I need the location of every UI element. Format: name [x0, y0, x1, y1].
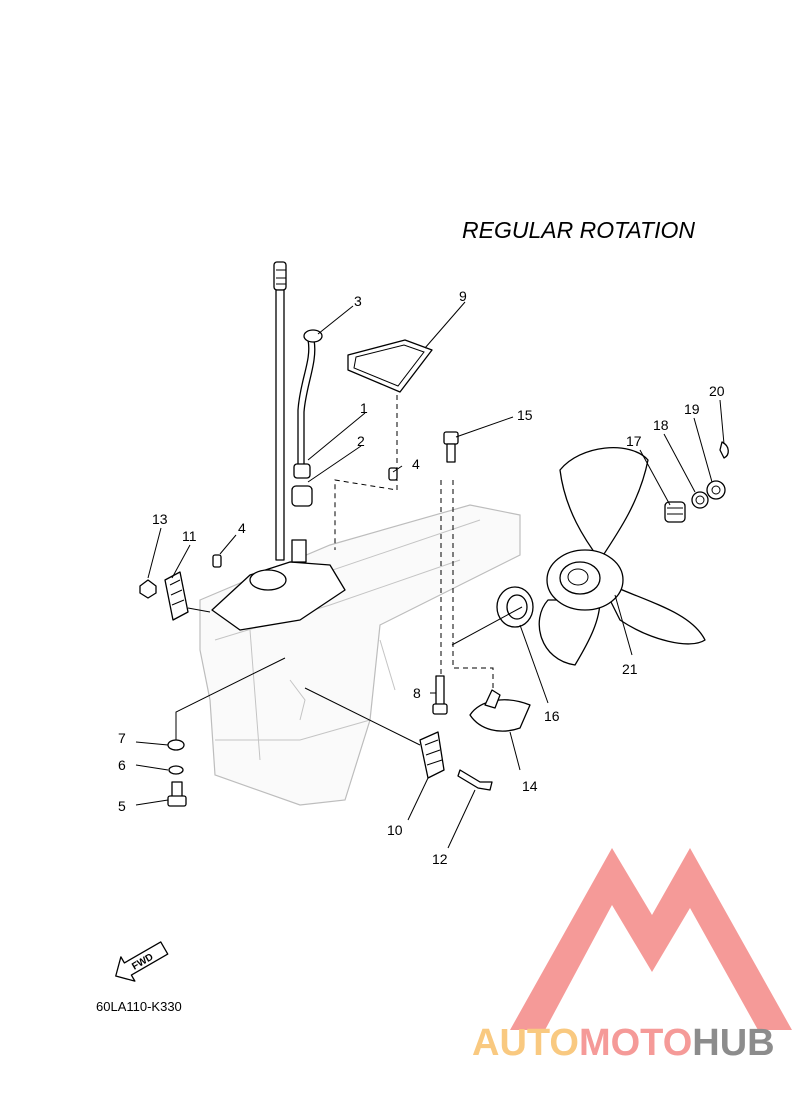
callout-1: 1	[360, 400, 368, 416]
bolt-8	[432, 675, 448, 715]
washer-18	[691, 491, 709, 509]
fwd-arrow: FWD	[115, 941, 169, 982]
washer-7	[167, 739, 185, 751]
callout-13: 13	[152, 511, 168, 527]
callout-10: 10	[387, 822, 403, 838]
callout-21: 21	[622, 661, 638, 677]
grommet-1	[293, 463, 311, 479]
callout-19: 19	[684, 401, 700, 417]
watermark-logo: AUTOMOTOHUB	[472, 848, 792, 1064]
bolt-5	[167, 781, 187, 807]
callout-20: 20	[709, 383, 725, 399]
callout-9: 9	[459, 288, 467, 304]
fwd-label: FWD	[130, 952, 155, 973]
diagram-code: 60LA110-K330	[96, 999, 182, 1014]
grommet-2	[291, 485, 313, 507]
callout-labels: 1 2 3 4 4 5 6 7 8 9 10 11 12 13 14 15 16…	[118, 288, 725, 867]
nut-13	[139, 579, 157, 599]
cotter-pin-20	[719, 441, 729, 459]
screw-12	[457, 769, 493, 791]
watermark-text: AUTOMOTOHUB	[472, 1022, 775, 1064]
watermark-word-a: AUTO	[472, 1022, 579, 1064]
callout-18: 18	[653, 417, 669, 433]
callout-2: 2	[357, 433, 365, 449]
fwd-arrow-icon	[115, 941, 169, 982]
drive-shaft	[273, 261, 287, 561]
callout-7: 7	[118, 730, 126, 746]
propeller-21	[538, 447, 706, 666]
callout-11: 11	[182, 528, 197, 544]
callout-6: 6	[118, 757, 126, 773]
gasket-plate	[347, 339, 433, 393]
callout-15: 15	[517, 407, 533, 423]
anode-10	[419, 731, 445, 779]
callout-17: 17	[626, 433, 642, 449]
callout-16: 16	[544, 708, 560, 724]
watermark-word-b: MOTO	[579, 1022, 692, 1064]
spacer-17	[664, 501, 686, 523]
washer-6	[168, 765, 184, 775]
thrust-washer-16	[496, 586, 534, 628]
callout-3: 3	[354, 293, 362, 309]
leader-lines	[135, 301, 725, 849]
callout-4a: 4	[412, 456, 420, 472]
callout-4b: 4	[238, 520, 246, 536]
trim-tab-plate	[164, 571, 189, 621]
callout-5: 5	[118, 798, 126, 814]
water-tube	[297, 339, 316, 466]
bolt-15	[443, 431, 459, 463]
watermark-word-c: HUB	[692, 1022, 774, 1064]
watermark-triangle-icon	[510, 848, 792, 1030]
nut-19	[706, 480, 726, 500]
callout-14: 14	[522, 778, 538, 794]
callout-8: 8	[413, 685, 421, 701]
callout-12: 12	[432, 851, 448, 867]
diagram-title: REGULAR ROTATION	[462, 217, 695, 243]
anode-14	[469, 689, 531, 732]
dowel-pin-b	[212, 554, 222, 568]
water-pump-base	[211, 539, 346, 631]
assembly-guide-lines	[334, 395, 494, 690]
lower-unit-housing	[199, 504, 521, 806]
